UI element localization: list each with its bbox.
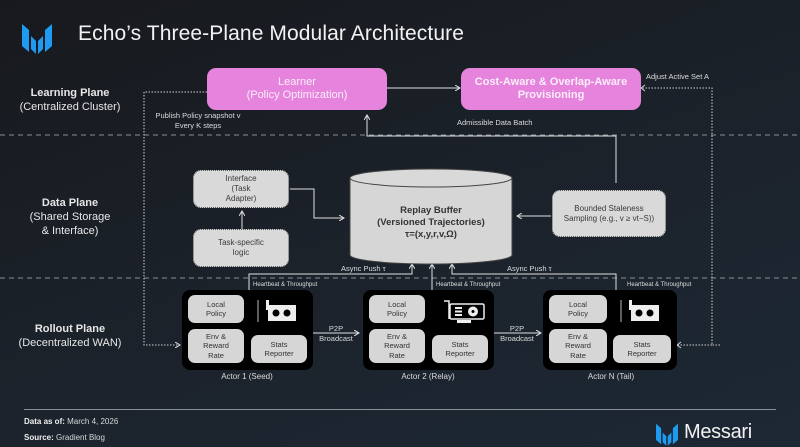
messari-brand-icon [656,423,678,446]
publish-policy-label: Publish Policy snapshot v Every K steps [155,111,241,130]
plane-label-rollout: Rollout Plane(Decentralized WAN) [18,323,122,349]
replay-buffer-cylinder [349,168,513,265]
actor-n-caption: Actor N (Tail) [587,372,635,381]
learner-box[interactable]: Learner (Policy Optimization) [207,68,387,110]
arrow-publish-policy [143,91,207,345]
messari-logo-icon [22,24,52,54]
async-push-right-label: Async Push τ [507,264,552,273]
data-source: Source: Gradient Blog [24,433,105,442]
plane-label-data: Data Plane(Shared Storage& Interface) [29,197,111,237]
adjust-active-set-label: Adjust Active Set A [646,72,709,81]
heartbeat-label-2: Heartbeat & Throughput [436,282,501,288]
heartbeat-label-3: Heartbeat & Throughput [627,282,692,288]
actor-1-caption: Actor 1 (Seed) [221,372,273,381]
arrow-interface-buffer [290,188,344,218]
arrow-adjust-head-top [640,84,646,92]
gpu-card-icon [444,300,485,323]
actor-2-caption: Actor 2 (Relay) [401,372,455,381]
messari-wordmark: Messari [684,421,752,443]
gpu-fans-icon [620,300,659,322]
provisioning-box[interactable]: Cost-Aware & Overlap-Aware Provisioning [461,68,641,110]
arrow-async-push-left [248,264,412,290]
plane-label-learning: Learning Plane(Centralized Cluster) [19,87,121,113]
arrow-async-push-right [452,264,617,290]
async-push-left-label: Async Push τ [341,264,386,273]
replay-buffer-label: Replay Buffer (Versioned Trajectories) τ… [377,205,485,240]
admissible-batch-label: Admissible Data Batch [457,118,533,127]
data-date: Data as of: March 4, 2026 [24,417,119,426]
arrow-adjust-active-set [641,87,720,346]
arrow-adjust-head-bottom [676,341,682,349]
arrow-admissible-batch [367,115,617,183]
footer-divider [24,409,776,410]
gpu-fans-icon [257,300,296,322]
page-title: Echo’s Three-Plane Modular Architecture [78,22,464,45]
heartbeat-label-1: Heartbeat & Throughput [253,282,318,288]
